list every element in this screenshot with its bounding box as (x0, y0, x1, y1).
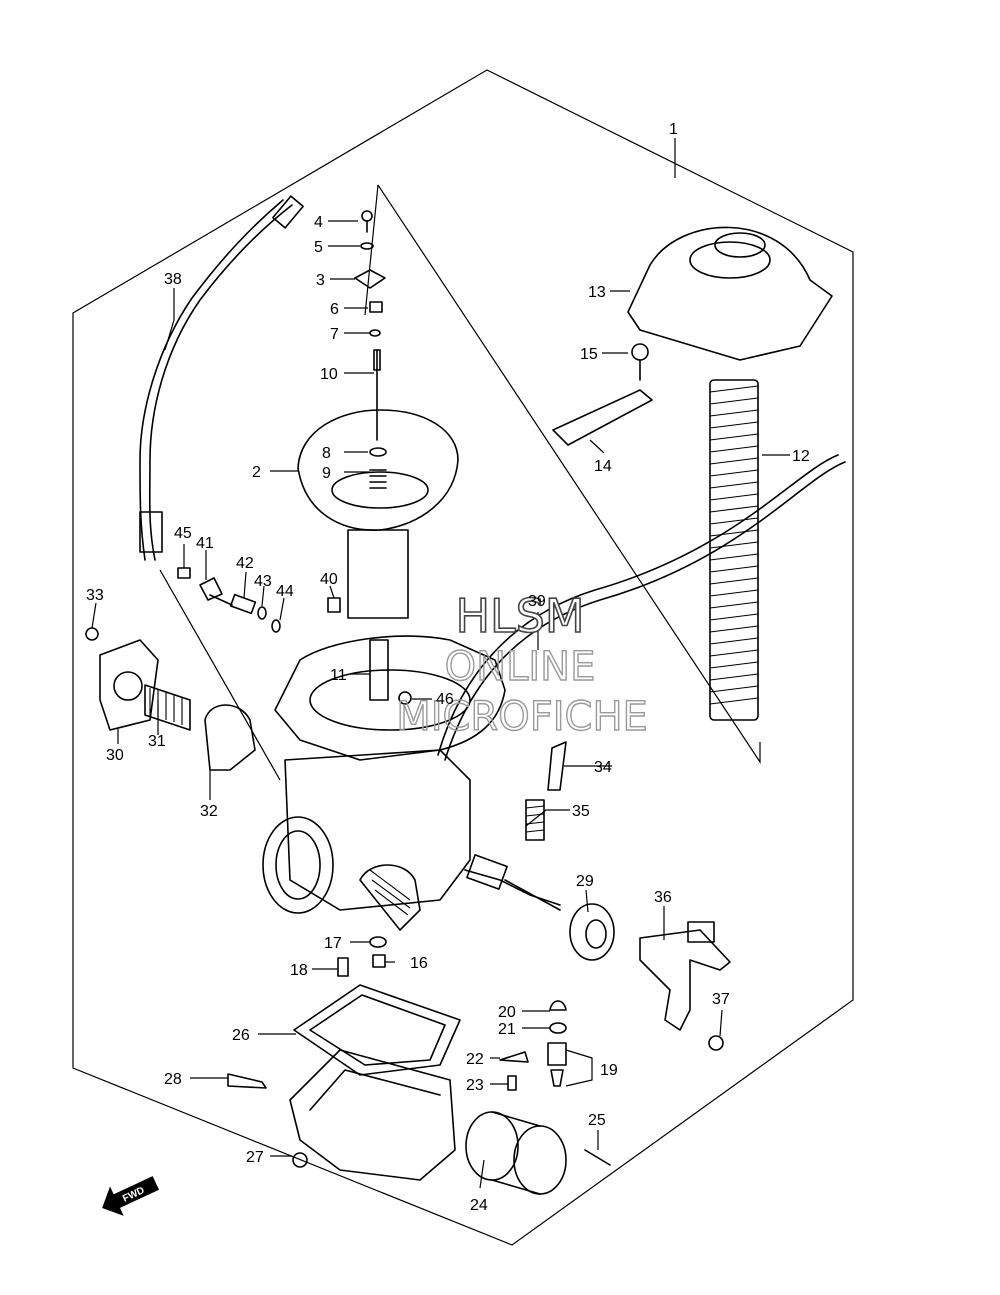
callout-12: 12 (792, 448, 810, 465)
callout-1: 1 (669, 121, 678, 138)
top-cap (627, 226, 833, 361)
pilot-screw (525, 741, 567, 841)
callout-35: 35 (572, 803, 590, 820)
watermark: HLSM ONLINE MICROFICHE (395, 588, 648, 741)
callout-38: 38 (164, 271, 182, 288)
callout-40: 40 (320, 571, 338, 588)
callout-26: 26 (232, 1027, 250, 1044)
needle-top (373, 349, 381, 371)
callout-20: 20 (498, 1004, 516, 1021)
top-screw-stack (354, 210, 386, 337)
float (465, 1111, 567, 1195)
float-pin-parts (337, 936, 387, 977)
callout-labels: 1 2 3 4 5 6 7 8 9 10 11 12 13 14 15 16 1… (86, 121, 810, 1214)
bracket-assembly (552, 343, 653, 446)
callout-7: 7 (330, 326, 339, 343)
callout-10: 10 (320, 366, 338, 383)
callout-27: 27 (246, 1149, 264, 1166)
callout-29: 29 (576, 873, 594, 890)
callout-18: 18 (290, 962, 308, 979)
leader-lines (91, 138, 790, 1189)
drain-screw (227, 1073, 267, 1089)
callout-39: 39 (528, 593, 546, 610)
callout-41: 41 (196, 535, 214, 552)
callout-13: 13 (588, 284, 606, 301)
callout-22: 22 (466, 1051, 484, 1068)
callout-11: 11 (330, 667, 347, 684)
callout-32: 32 (200, 803, 218, 820)
callout-14: 14 (594, 458, 612, 475)
callout-17: 17 (324, 935, 342, 952)
callout-28: 28 (164, 1071, 182, 1088)
throttle-bracket (639, 921, 731, 1051)
carburetor-body (262, 635, 561, 931)
callout-23: 23 (466, 1077, 484, 1094)
callout-36: 36 (654, 889, 672, 906)
piston-valve (297, 409, 459, 619)
assembly-frame (72, 69, 854, 1246)
small-parts (177, 567, 412, 705)
assembly-diagonal-2 (364, 184, 379, 316)
fwd-arrow-icon: FWD (102, 1176, 159, 1216)
callout-9: 9 (322, 465, 331, 482)
assembly-diagonal (377, 184, 761, 764)
watermark-line-2: ONLINE (445, 644, 596, 690)
callout-15: 15 (580, 346, 598, 363)
vent-hose (444, 461, 846, 761)
callout-42: 42 (236, 555, 254, 572)
callout-30: 30 (106, 747, 124, 764)
callout-34: 34 (594, 759, 612, 776)
callout-6: 6 (330, 301, 339, 318)
callout-16: 16 (410, 955, 428, 972)
diaphragm-spring (709, 379, 759, 721)
float-bowl (289, 984, 461, 1181)
callout-31: 31 (148, 733, 166, 750)
callout-46: 46 (436, 691, 454, 708)
callout-37: 37 (712, 991, 730, 1008)
callout-45: 45 (174, 525, 192, 542)
callout-25: 25 (588, 1112, 606, 1129)
accelerator-pump (85, 627, 256, 771)
callout-8: 8 (322, 445, 331, 462)
watermark-line-3: MICROFICHE (396, 694, 648, 740)
main-jet-post (369, 639, 389, 701)
callout-5: 5 (314, 239, 323, 256)
callout-44: 44 (276, 583, 294, 600)
vent-hose-2 (437, 454, 839, 756)
watermark-line-1: HLSM (455, 589, 584, 643)
callout-33: 33 (86, 587, 104, 604)
needle-valve-parts (499, 1000, 611, 1166)
fwd-label: FWD (121, 1185, 146, 1205)
idle-screw-assembly (466, 854, 615, 961)
callout-4: 4 (314, 214, 323, 231)
callout-21: 21 (498, 1021, 516, 1038)
callout-24: 24 (470, 1197, 488, 1214)
callout-2: 2 (252, 464, 261, 481)
callout-3: 3 (316, 272, 325, 289)
callout-19: 19 (600, 1062, 618, 1079)
callout-43: 43 (254, 573, 272, 590)
throttle-cable (139, 195, 304, 781)
